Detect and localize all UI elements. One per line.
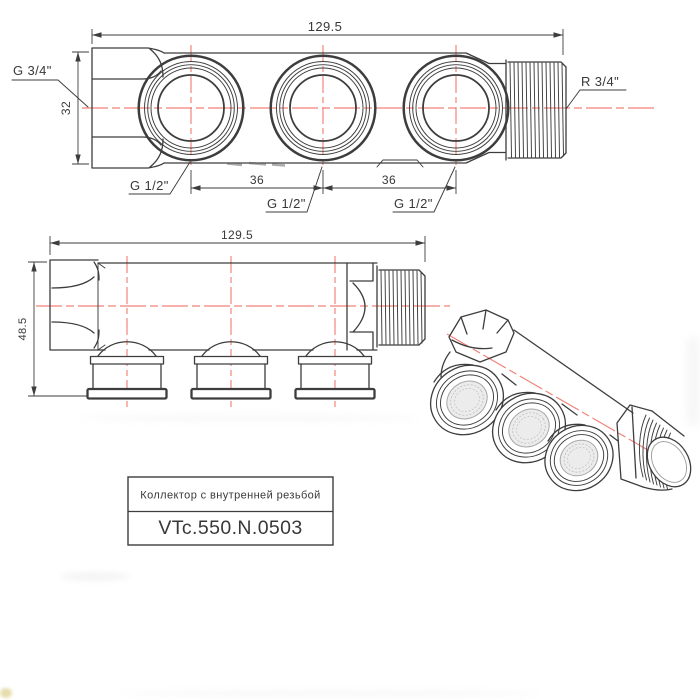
- callout-outlet-thread: R 3/4": [565, 74, 627, 110]
- dim-port-spacing: 36 36: [190, 170, 457, 194]
- body-outline-top: [163, 52, 507, 164]
- iso-thread-end: [639, 410, 692, 491]
- port-circle-1: [137, 54, 245, 162]
- dim-across-flats-label: 32: [59, 101, 73, 115]
- dim-overall-front: 129.5: [49, 228, 426, 262]
- dim-height-front: 48.5: [17, 261, 88, 397]
- port3-thread-leader: [392, 166, 456, 213]
- callout-port2-thread: G 1/2": [265, 166, 323, 213]
- port1-thread-leader: [128, 161, 191, 195]
- body-outline-front: [97, 262, 378, 351]
- port2-outer-ring: [269, 54, 377, 162]
- callout-inlet-thread: G 3/4": [11, 63, 89, 108]
- dim-across-flats: 32: [59, 51, 89, 165]
- casting-marks: [226, 161, 286, 167]
- cap2-flange: [190, 387, 272, 400]
- port3-thread-label: G 1/2": [394, 196, 433, 211]
- inlet-hex-outline: [91, 47, 165, 169]
- port1-outer-ring: [137, 54, 245, 162]
- callout-port1-thread: G 1/2": [128, 161, 191, 195]
- cap3-flange: [294, 387, 376, 400]
- port-circle-2: [269, 54, 377, 162]
- cap-1: [86, 355, 168, 400]
- iso-port-3: [544, 423, 614, 492]
- port1-bore: [157, 74, 225, 142]
- thread-hatching-top: [509, 62, 564, 158]
- cap1-flange: [86, 387, 168, 400]
- dim-spacing-2-label: 36: [382, 173, 396, 187]
- iso-hex: [448, 309, 515, 363]
- front-view: 129.5 48.5: [17, 228, 450, 410]
- iso-body-edges: [440, 329, 634, 442]
- outlet-fitting-front: [346, 262, 378, 351]
- outlet-thread-top: [507, 61, 567, 159]
- iso-port-1: [429, 363, 505, 436]
- front-hex-body-junction: [97, 262, 106, 351]
- outlet-thread-leader: [565, 89, 627, 110]
- front-view-vertical-centerlines: [126, 256, 336, 410]
- inlet-thread-label: G 3/4": [13, 63, 52, 78]
- iso-thread-face: [646, 436, 692, 488]
- port-bosses: [97, 341, 365, 357]
- dim-height-label: 48.5: [17, 317, 29, 340]
- part-description: Коллектор с внутренней резьбой: [140, 490, 320, 502]
- port2-bore: [289, 74, 357, 142]
- port2-thread-leader: [265, 166, 323, 213]
- front-hex-outline: [49, 259, 100, 351]
- part-number: VTc.550.N.0503: [158, 517, 302, 539]
- inlet-thread-leader: [11, 79, 89, 108]
- port1-thread-label: G 1/2": [130, 178, 169, 193]
- iso-view: [429, 309, 692, 492]
- callout-port3-thread: G 1/2": [392, 166, 456, 213]
- outlet-thread-front: [378, 269, 426, 346]
- dim-overall-top: 129.5: [91, 19, 564, 55]
- cap-3: [294, 355, 376, 400]
- iso-port-2: [491, 391, 567, 464]
- port3-bore: [422, 74, 490, 142]
- dim-overall-front-label: 129.5: [221, 228, 253, 242]
- thread-hatching-front: [380, 270, 423, 345]
- dim-overall-top-label: 129.5: [308, 19, 343, 34]
- port3-outer-ring: [402, 54, 510, 162]
- title-block: Коллектор с внутренней резьбой VTc.550.N…: [127, 476, 334, 546]
- cap-2: [190, 355, 272, 400]
- top-view: 129.5 32 36 36 G 3/4" G 1/2" G 1/2": [11, 19, 658, 213]
- outlet-thread-label: R 3/4": [581, 74, 619, 89]
- port2-thread-label: G 1/2": [267, 196, 306, 211]
- dim-spacing-1-label: 36: [250, 173, 264, 187]
- seam-mark: [376, 159, 424, 168]
- port-circle-3: [402, 54, 510, 162]
- iso-collar: [616, 404, 653, 488]
